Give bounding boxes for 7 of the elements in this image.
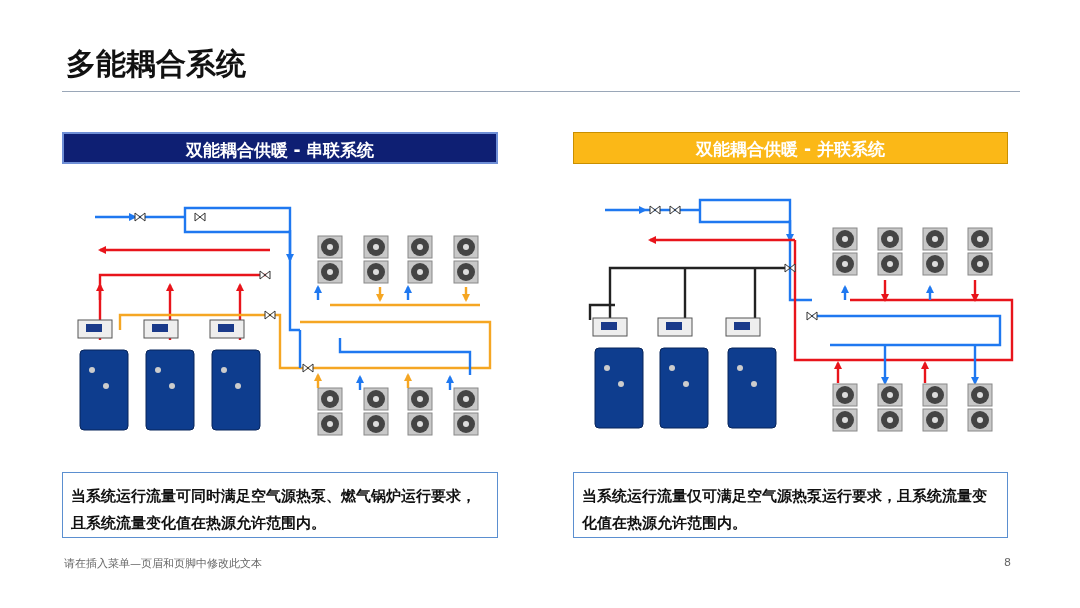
description-box: 当系统运行流量仅可满足空气源热泵运行要求，且系统流量变化值在热源允许范围内。	[573, 472, 1008, 538]
section-header-band: 双能耦合供暖 - 并联系统	[573, 132, 1008, 164]
slide-title: 多能耦合系统	[66, 45, 246, 83]
page-number: 8	[1004, 556, 1011, 569]
description-box: 当系统运行流量可同时满足空气源热泵、燃气锅炉运行要求，且系统流量变化值在热源允许范围内。	[62, 472, 498, 538]
section-header-band: 双能耦合供暖 - 串联系统	[62, 132, 498, 164]
footer-text: 请在插入菜单—页眉和页脚中修改此文本	[64, 556, 262, 571]
